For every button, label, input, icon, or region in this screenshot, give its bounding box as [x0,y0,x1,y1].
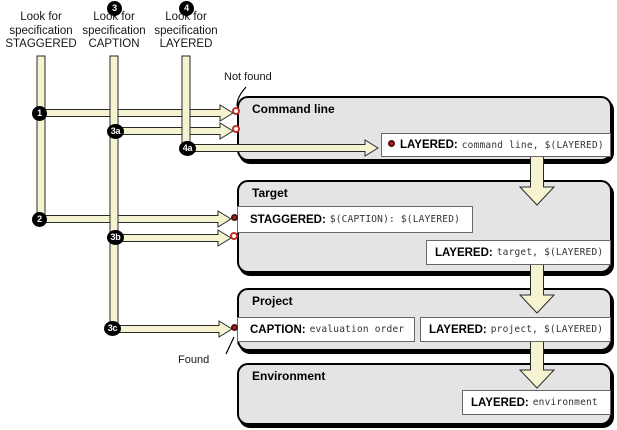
arrow-step-2-icon [38,210,232,228]
spec-box-target-layered: LAYERED: target, $(LAYERED) [426,240,611,265]
found-dot-target-staggered-icon [231,214,238,221]
badge-step-3a: 3a [107,124,124,139]
spec-box-target-staggered: STAGGERED: $(CAPTION): $(LAYERED) [237,206,473,233]
spec-box-project-layered: LAYERED: project, $(LAYERED) [420,317,611,342]
not-found-circle-icon [232,107,240,115]
badge-step-2: 2 [32,212,47,227]
column-header-caption: Look for specification CAPTION [82,11,146,50]
spec-box-cmdline-layered: LAYERED: command line, $(LAYERED) [381,133,611,157]
spec-label: LAYERED: [400,139,458,151]
arrow-step-1-icon [38,104,234,122]
spec-value: target, $(LAYERED) [496,247,604,258]
found-dot-cmdline-layered-icon [388,140,395,147]
badge-step-4a: 4a [179,141,196,156]
scope-title-target: Target [252,186,288,200]
column-header-layered: Look for specification LAYERED [154,11,218,50]
found-label: Found [178,354,210,366]
spec-value: environment [532,397,598,408]
search-line-caption-icon [109,55,119,334]
not-found-label: Not found [224,71,272,83]
badge-step-1: 1 [32,106,47,121]
spec-value: project, $(LAYERED) [490,324,604,335]
spec-box-project-caption: CAPTION: evaluation order [237,317,415,342]
scope-title-environment: Environment [252,369,326,383]
spec-label: LAYERED: [471,396,529,409]
spec-label: STAGGERED: [250,213,326,226]
badge-step-3b: 3b [107,230,124,245]
spec-value: command line, $(LAYERED) [461,139,604,151]
arrow-step-3b-icon [114,229,232,247]
scope-title-project: Project [252,294,293,308]
spec-value: evaluation order [309,324,405,335]
spec-value: $(CAPTION): $(LAYERED) [329,214,461,225]
arrow-step-3a-icon [114,122,234,140]
badge-step-3: 3 [107,1,122,16]
spec-box-env-layered: LAYERED: environment [462,390,611,415]
search-line-staggered-icon [36,55,46,224]
scope-title-command-line: Command line [252,102,335,116]
badge-step-4: 4 [179,1,194,16]
column-header-staggered: Look for specification STAGGERED [5,11,77,50]
spec-label: LAYERED: [435,246,493,259]
not-found-circle-icon [230,232,238,240]
spec-label: CAPTION: [250,323,306,336]
found-leader-line [225,336,235,355]
badge-step-3c: 3c [104,321,121,336]
found-dot-project-caption-icon [231,324,238,331]
spec-label: LAYERED: [429,323,487,336]
arrow-step-3c-icon [111,320,233,338]
search-line-layered-icon [181,55,191,153]
not-found-circle-icon [232,125,240,133]
